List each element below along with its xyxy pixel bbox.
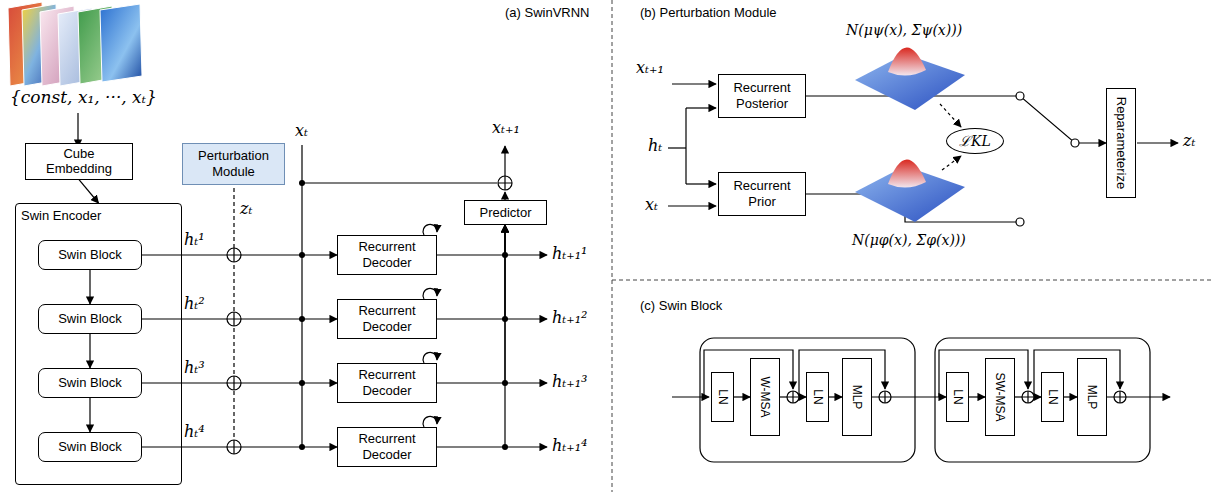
attention-box: SW-MSA	[985, 358, 1015, 436]
switch-contacts	[1016, 92, 1079, 226]
prior-box: Recurrent Prior	[718, 172, 806, 216]
weather-thumbnails	[8, 2, 142, 86]
swin-block-box: Swin Block	[38, 432, 142, 462]
node-text: Recurrent Prior	[723, 178, 801, 209]
connector	[89, 398, 90, 432]
node-text: Cube Embedding	[30, 146, 128, 177]
signal-label: N(μψ(x), Σψ(x)))	[846, 22, 962, 39]
node-text: Swin Block	[58, 247, 122, 263]
signal-label: hₜ³	[184, 358, 205, 377]
connector	[829, 396, 842, 397]
swin-block-box: Swin Block	[38, 240, 142, 270]
sum-nodes	[227, 176, 1126, 454]
signal-label: xₜ	[295, 121, 308, 140]
connector	[437, 225, 505, 255]
signal-label: hₜ₊₁⁴	[552, 436, 588, 455]
layer-norm-box: LN	[1041, 372, 1064, 422]
signal-label: hₜ₊₁²	[552, 308, 588, 327]
node-text: ℒKL	[959, 133, 991, 150]
node-text: MLP	[1085, 385, 1099, 410]
layer-norm-box: LN	[806, 372, 829, 422]
connector	[89, 334, 90, 368]
node-text: LN	[950, 389, 964, 404]
panel-title: (b) Perturbation Module	[640, 5, 777, 21]
connector	[79, 180, 99, 203]
node-text: Swin Block	[58, 311, 122, 327]
decoder-box: Recurrent Decoder	[337, 427, 437, 467]
mlp-box: MLP	[1077, 358, 1107, 436]
connector	[969, 396, 985, 397]
signal-label: zₜ	[1183, 131, 1195, 150]
connector	[89, 270, 90, 304]
signal-label: hₜ¹	[184, 230, 205, 249]
swin-block-box: Swin Block	[38, 304, 142, 334]
reparameterize-box: Reparameterize	[1106, 88, 1136, 198]
gaussian-bottom	[855, 159, 965, 222]
connector	[1064, 396, 1077, 397]
signal-label: xₜ	[645, 195, 658, 214]
node-text: Recurrent Posterior	[723, 80, 801, 111]
layer-norm-box: LN	[946, 372, 969, 422]
node-text: LN	[1045, 389, 1059, 404]
signal-label: hₜ⁴	[184, 422, 205, 441]
node-text: Recurrent Decoder	[342, 431, 432, 462]
embedding-box: Cube Embedding	[25, 143, 133, 180]
decoder-box: Recurrent Decoder	[337, 299, 437, 339]
signal-label: hₜ	[648, 136, 662, 155]
node-text: MLP	[850, 385, 864, 410]
node-text: Recurrent Decoder	[342, 303, 432, 334]
posterior-box: Recurrent Posterior	[718, 74, 806, 118]
panel-title: (c) Swin Block	[640, 298, 722, 314]
node-text: Predictor	[479, 205, 531, 221]
kl-loss-ellipse: ℒKL	[946, 128, 1004, 154]
connector	[437, 225, 505, 319]
connector	[437, 225, 505, 383]
mlp-box: MLP	[842, 358, 872, 436]
encoder-group: Swin EncoderSwin BlockSwin BlockSwin Blo…	[15, 203, 182, 485]
node-text: LN	[810, 389, 824, 404]
signal-label: xₜ₊₁	[492, 118, 520, 137]
connector	[734, 396, 750, 397]
signal-label: xₜ₊₁	[636, 58, 664, 77]
node-text: Recurrent Decoder	[342, 367, 432, 398]
separators	[612, 0, 1214, 492]
signal-label: {const, x₁, ···, xₜ}	[10, 87, 157, 107]
wires	[78, 84, 1178, 462]
node-text: SW-MSA	[993, 372, 1007, 421]
swin-block-box: Swin Block	[38, 368, 142, 398]
gaussian-top	[855, 47, 965, 110]
perturbation-box: Perturbation Module	[182, 143, 285, 185]
signal-label: hₜ₊₁¹	[552, 244, 588, 263]
layer-norm-box: LN	[711, 372, 734, 422]
node-text: Swin Encoder	[21, 208, 101, 224]
connector	[437, 225, 505, 447]
node-text: Swin Block	[58, 375, 122, 391]
node-text: LN	[715, 389, 729, 404]
node-text: Reparameterize	[1113, 97, 1129, 190]
signal-label: zₜ	[240, 199, 252, 218]
node-text: Swin Block	[58, 439, 122, 455]
signal-label: hₜ₊₁³	[552, 372, 588, 391]
node-text: Perturbation Module	[187, 148, 280, 179]
decoder-box: Recurrent Decoder	[337, 363, 437, 403]
signal-label: hₜ²	[184, 294, 205, 313]
attention-box: W-MSA	[750, 358, 780, 436]
node-text: W-MSA	[758, 376, 772, 417]
signal-label: N(μφ(x), Σφ(x)))	[852, 232, 966, 249]
node-text: Recurrent Decoder	[342, 239, 432, 270]
predictor-box: Predictor	[464, 200, 547, 225]
decoder-box: Recurrent Decoder	[337, 235, 437, 275]
panel-title: (a) SwinVRNN	[505, 5, 590, 21]
